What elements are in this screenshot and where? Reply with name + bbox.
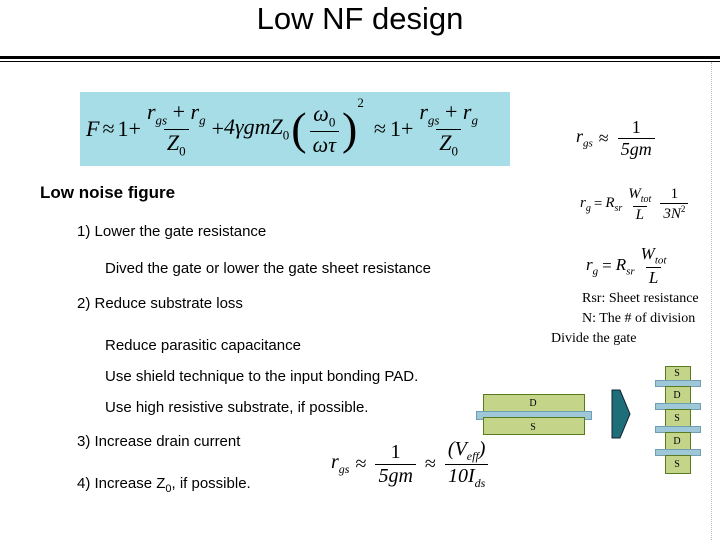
left-paren: ( <box>291 103 307 154</box>
list-item-2-detail-3: Use high resistive substrate, if possibl… <box>105 399 369 416</box>
finger-label-3: S <box>674 413 680 424</box>
note-rsr: Rsr: Sheet resistance <box>582 291 699 306</box>
right-edge-guide <box>711 62 720 540</box>
section-heading: Low noise figure <box>40 183 176 202</box>
finger-s-3 <box>665 455 691 474</box>
left-drain-label: D <box>529 398 537 409</box>
rg-over-z0-fraction-2: rgs + rg Z0 <box>419 99 478 158</box>
title-rule-thin <box>0 61 720 62</box>
finger-label-2: D <box>673 390 681 401</box>
right-transistor-stack: S D S D S <box>655 364 701 476</box>
right-paren: ) <box>342 103 358 154</box>
note-divide: Divide the gate <box>551 331 637 346</box>
plus-sign: + <box>211 116 224 141</box>
nf-equation-box: F ≈ 1 + rgs + rg Z0 + 4γgmZ0 ( ω0 ωτ ) 2… <box>80 92 510 166</box>
plus-sign: + <box>128 116 141 141</box>
approx-sign: ≈ <box>102 116 115 141</box>
list-item-1-detail: Dived the gate or lower the gate sheet r… <box>105 260 432 277</box>
finger-label-4: D <box>673 436 681 447</box>
page-title: Low NF design <box>256 1 464 36</box>
left-transistor-bottom <box>483 417 585 435</box>
transform-arrow-icon <box>611 389 631 439</box>
title-rule <box>0 56 720 59</box>
list-item-4: 4) Increase Z0, if possible. <box>77 475 251 495</box>
list-item-2-detail-1: Reduce parasitic capacitance <box>105 337 301 354</box>
gamma-term: 4γgmZ0 <box>223 114 290 143</box>
left-source-label: S <box>530 422 536 433</box>
rgs-equation: rgs ≈ 1 5gm <box>576 117 658 159</box>
rgs-drain-equation: rgs ≈ 1 5gm ≈ (Veff) 10Ids <box>331 438 491 491</box>
rg-equation: rg = Rsr Wtot L <box>586 244 667 288</box>
square-exponent: 2 <box>357 95 364 110</box>
equation-one: 1 <box>117 116 129 141</box>
list-item-1: 1) Lower the gate resistance <box>77 223 267 240</box>
finger-label-1: S <box>674 368 680 379</box>
plus-sign-2: + <box>400 116 414 141</box>
list-item-2-detail-2: Use shield technique to the input bondin… <box>105 368 419 385</box>
approx-sign-2: ≈ <box>373 116 386 141</box>
nf-equation: F ≈ 1 + rgs + rg Z0 + 4γgmZ0 ( ω0 ωτ ) 2… <box>86 95 484 158</box>
omega-fraction: ω0 ωτ <box>309 101 340 157</box>
finger-label-5: S <box>674 459 680 470</box>
list-item-3: 3) Increase drain current <box>77 433 241 450</box>
equation-lhs: F <box>86 116 100 141</box>
list-item-2: 2) Reduce substrate loss <box>77 295 243 312</box>
rg-equation-divided: rg = Rsr Wtot L 1 3N2 <box>580 186 691 224</box>
note-n: N: The # of division <box>582 311 696 326</box>
equation-one-2: 1 <box>389 116 401 141</box>
rg-over-z0-fraction: rgs + rg Z0 <box>146 99 206 158</box>
